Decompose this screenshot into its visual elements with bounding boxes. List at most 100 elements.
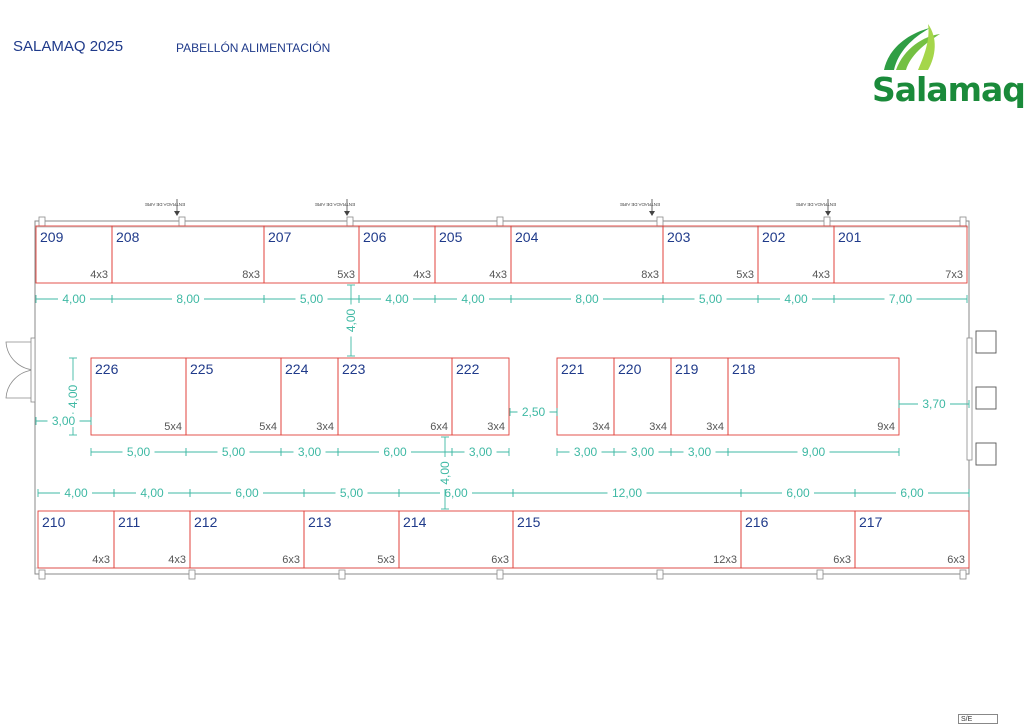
dim-label: 6,00 [900,486,924,500]
dim-label-bg [172,292,204,305]
stand-number: 204 [515,229,539,245]
air-entry-label: ENTRADA DE AIRE [145,202,185,207]
column-top-4 [656,216,664,227]
dim-label-bg [780,292,812,305]
dim-bottom-7: 6,00 [854,486,970,500]
arrow-down-icon [174,211,180,216]
dim-bottom-2: 6,00 [189,486,305,500]
stand-number: 226 [95,361,119,377]
dim-label: 6,00 [444,486,468,500]
stand-number: 205 [439,229,463,245]
stand-size: 8x3 [242,269,260,281]
column-top-3 [496,216,504,227]
dim-middle_left-3: 6,00 [337,445,453,459]
stand-number: 216 [745,514,769,530]
stand-size: 3x4 [316,421,334,433]
stand-size: 6x3 [833,554,851,566]
dim-top-7: 4,00 [757,292,835,306]
dim-label: 8,00 [176,292,200,306]
stand-208: 208 8x3 [111,225,265,284]
dim-label-bg [136,486,168,499]
logo-wordmark: Salamaq [872,70,1024,109]
air-entry-label: ENTRADA DE AIRE [620,202,660,207]
stand-box [833,225,968,284]
air-entries: ENTRADA DE AIRE ENTRADA DE AIRE ENTRADA DE… [145,199,836,216]
stand-number: 217 [859,514,883,530]
salamaq-logo: Salamaq [866,22,1024,112]
dim-label-bg [335,486,368,499]
dim-label: 5,00 [222,445,246,459]
dim-bottom-6: 6,00 [740,486,856,500]
dim-label-bg [571,292,603,305]
dim-middle_right-3: 9,00 [727,445,900,459]
dim-bottom-5: 12,00 [512,486,742,500]
dim-label: 5,00 [340,486,364,500]
dim-label-bg [217,445,250,458]
stand-size: 6x3 [947,554,965,566]
column-bottom-2 [338,569,346,580]
event-title: SALAMAQ 2025 [13,38,124,55]
dim-middle_left-0: 5,00 [90,445,187,459]
column-bottom-5 [816,569,824,580]
dim-label-bg [379,445,411,458]
dim-label-bg [918,397,950,410]
column-bottom-1 [188,569,196,580]
air-entry-2: ENTRADA DE AIRE [620,199,660,216]
right-frame [966,337,973,461]
air-entry-label: ENTRADA DE AIRE [796,202,836,207]
stand-size: 3x4 [592,421,610,433]
column-top-2 [346,216,354,227]
dim-left-gap: 3,00 [35,414,92,428]
dim-center-gap: 2,50 [509,405,558,419]
dim-top-5: 8,00 [510,292,664,306]
dim-label: 12,00 [612,486,642,500]
dim-label-bg [344,304,357,337]
stand-217: 217 6x3 [854,510,970,569]
dim-label: 6,00 [383,445,407,459]
stand-216: 216 6x3 [740,510,856,569]
column-bottom-3 [496,569,504,580]
dim-label: 5,00 [699,292,723,306]
dim-label: 4,00 [62,292,86,306]
arrow-down-icon [649,211,655,216]
dim-middle_right-1: 3,00 [613,445,672,459]
dim-middle_right-2: 3,00 [670,445,729,459]
door-frame [30,337,36,403]
stand-size: 5x3 [736,269,754,281]
stand-size: 8x3 [641,269,659,281]
dim-label: 4,00 [385,292,409,306]
dim-label: 4,00 [344,308,358,332]
dim-label-bg [60,486,92,499]
stand-size: 4x3 [812,269,830,281]
scale-box: S/E [958,714,998,724]
dim-label-bg [569,445,602,458]
stand-number: 214 [403,514,427,530]
column-top-0 [38,216,46,227]
dim-label-bg [47,414,80,427]
stand-number: 202 [762,229,786,245]
stand-size: 4x3 [413,269,431,281]
dim-label-bg [694,292,727,305]
column-top-6 [959,216,967,227]
air-entry-label: ENTRADA DE AIRE [315,202,355,207]
column-top-1 [178,216,186,227]
dim-label-bg [122,445,155,458]
dim-label-bg [66,380,79,413]
dim-top-aisle: 4,00 [344,284,358,357]
stand-box [512,510,742,569]
dim-label-bg [457,292,489,305]
dim-label: 4,00 [784,292,808,306]
arrow-down-icon [344,211,350,216]
stand-number: 208 [116,229,140,245]
stand-size: 5x4 [259,421,277,433]
air-entry-1: ENTRADA DE AIRE [315,199,355,216]
dim-label: 3,00 [298,445,322,459]
stand-number: 215 [517,514,541,530]
stand-box [854,510,970,569]
column-bottom-4 [656,569,664,580]
dim-top-8: 7,00 [833,292,968,306]
